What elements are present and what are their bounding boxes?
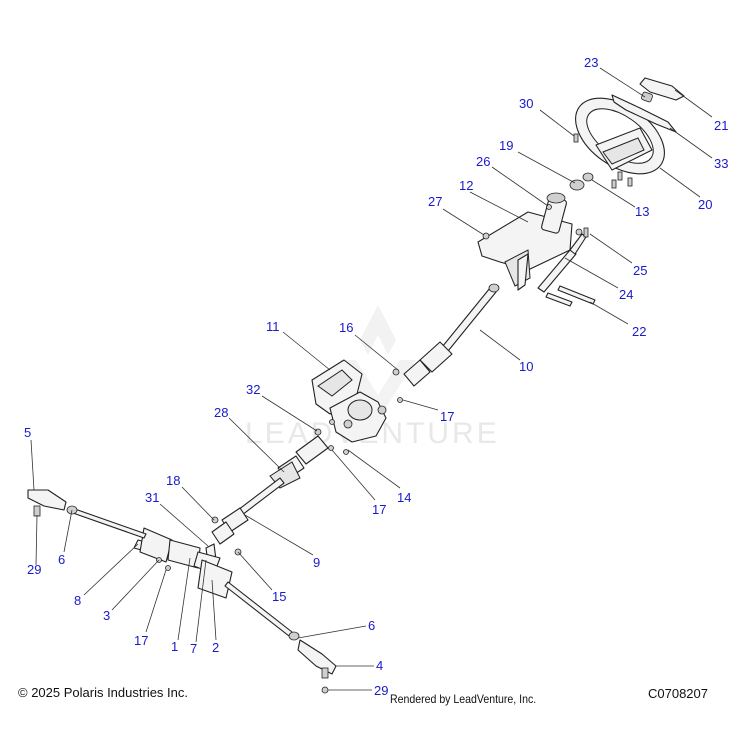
nut-part (397, 397, 403, 403)
nut-part (329, 419, 335, 425)
callout: 20 (698, 197, 712, 212)
nut-part (343, 449, 349, 455)
callout: 14 (397, 490, 411, 505)
callout: 19 (499, 138, 513, 153)
callout: 29 (374, 683, 388, 698)
callout: 5 (24, 425, 31, 440)
wheel-trim-part (611, 94, 677, 133)
callout: 18 (166, 473, 180, 488)
callout: 2 (212, 640, 219, 655)
copyright-text: © 2025 Polaris Industries Inc. (18, 685, 188, 700)
callout: 21 (714, 118, 728, 133)
screw-part (482, 232, 490, 240)
nut-part (165, 565, 171, 571)
diagram-code: C0708207 (648, 686, 708, 701)
callout: 24 (619, 287, 633, 302)
tie-rod-left (27, 489, 147, 539)
leader-lines (30, 67, 713, 691)
callout: 17 (372, 502, 386, 517)
callout: 17 (440, 409, 454, 424)
callout: 7 (190, 641, 197, 656)
callout: 23 (584, 55, 598, 70)
nut-part (328, 445, 334, 451)
callout: 11 (266, 319, 280, 334)
callout: 3 (103, 608, 110, 623)
lower-steering-shaft (211, 435, 329, 545)
washer-part (582, 172, 594, 182)
callout: 13 (635, 204, 649, 219)
callout: 9 (313, 555, 320, 570)
steering-rack (133, 527, 300, 641)
callout: 26 (476, 154, 490, 169)
callout: 22 (632, 324, 646, 339)
long-bolt (545, 292, 573, 307)
callout: 28 (214, 405, 228, 420)
callout-labels: 23 21 30 33 19 20 26 13 12 27 25 24 22 1… (24, 55, 728, 698)
callout: 4 (376, 658, 383, 673)
callout: 16 (339, 320, 353, 335)
tie-rod-right (297, 639, 337, 694)
rendered-by-text: Rendered by LeadVenture, Inc. (390, 692, 537, 706)
callout: 17 (134, 633, 148, 648)
callout: 25 (633, 263, 647, 278)
upper-steering-shaft (403, 283, 500, 387)
bolt-part (392, 368, 400, 376)
callout: 27 (428, 194, 442, 209)
bolt-set (573, 133, 633, 189)
callout: 30 (519, 96, 533, 111)
bolt-part (583, 227, 589, 238)
callout: 15 (272, 589, 286, 604)
bolt-part (211, 516, 219, 524)
power-steering-unit (311, 359, 387, 443)
callout: 33 (714, 156, 728, 171)
callout: 32 (246, 382, 260, 397)
callout: 8 (74, 593, 81, 608)
wheel-cover-part (639, 77, 685, 103)
callout: 1 (171, 639, 178, 654)
callout: 10 (519, 359, 533, 374)
callout: 29 (27, 562, 41, 577)
callout: 31 (145, 490, 159, 505)
callout: 6 (58, 552, 65, 567)
callout: 12 (459, 178, 473, 193)
callout: 6 (368, 618, 375, 633)
gas-strut (537, 228, 587, 293)
